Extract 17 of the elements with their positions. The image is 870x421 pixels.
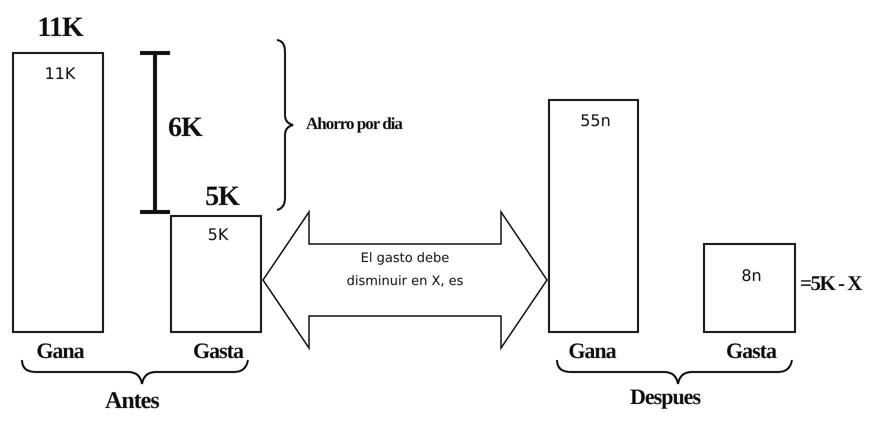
bar-caption: Gasta xyxy=(192,338,244,364)
edge-label: El gasto debe disminuir en X, es xyxy=(346,250,464,291)
value-label: 55n xyxy=(579,111,612,130)
value-heading: 11K xyxy=(36,12,84,44)
double-arrow xyxy=(262,210,548,350)
value-heading: 5K xyxy=(204,181,240,213)
value-label: 8n xyxy=(740,266,763,285)
equation-label: =5K - X xyxy=(800,271,862,296)
brace-label: Ahorro por dia xyxy=(306,114,402,134)
bar-caption: Gana xyxy=(567,338,618,364)
group-label: Antes xyxy=(105,388,159,415)
dimension-label: 6K xyxy=(168,112,202,144)
bar-caption: Gana xyxy=(35,338,86,364)
value-label: 5K xyxy=(206,225,230,244)
bar-caption: Gasta xyxy=(725,338,778,364)
group-label: Despues xyxy=(630,384,700,410)
value-label: 11K xyxy=(44,64,76,83)
